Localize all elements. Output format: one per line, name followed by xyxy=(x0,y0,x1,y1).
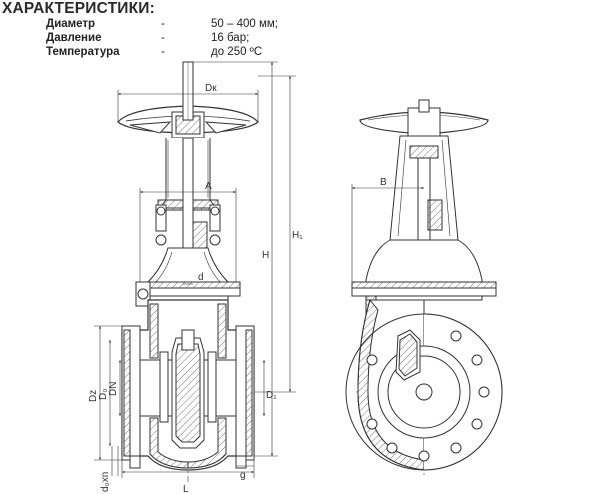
side-view xyxy=(345,99,503,478)
dim-label-d0: D₀ xyxy=(98,389,109,400)
spec-value: 16 бар; xyxy=(211,32,250,44)
spec-row-diameter: Диаметр - 50 – 400 мм; xyxy=(46,17,371,31)
dim-label-d: d xyxy=(198,272,204,283)
spec-value: до 250 ºC xyxy=(211,46,263,58)
valve-body xyxy=(121,299,255,471)
spec-row-pressure: Давление - 16 бар; xyxy=(46,31,371,45)
spec-name: Диаметр xyxy=(46,18,96,30)
bonnet xyxy=(135,247,241,307)
dim-label-b: B xyxy=(380,177,387,188)
front-view xyxy=(94,61,296,482)
spec-name: Давление xyxy=(46,32,102,44)
dim-label-h: H xyxy=(262,250,269,261)
spec-value: 50 – 400 мм; xyxy=(211,18,278,30)
spec-name: Температура xyxy=(46,46,120,58)
yoke xyxy=(155,137,221,289)
spec-table: Диаметр - 50 – 400 мм; Давление - 16 бар… xyxy=(46,17,371,59)
spec-dash: - xyxy=(161,32,165,44)
dim-label-g: g xyxy=(240,470,246,481)
dim-label-dk: Dк xyxy=(205,83,217,94)
dim-label-dz: Dz xyxy=(88,390,99,402)
dim-label-h1: H₁ xyxy=(292,230,303,241)
dim-label-l: L xyxy=(183,484,189,494)
front-dimensions xyxy=(94,61,296,478)
spec-row-temperature: Температура - до 250 ºC xyxy=(46,45,371,59)
dim-label-d1: D₁ xyxy=(266,390,277,401)
dim-label-d0xn: d₀xn xyxy=(100,472,111,492)
spec-dash: - xyxy=(161,46,165,58)
dim-label-a: A xyxy=(205,181,212,192)
dim-label-dn: DN xyxy=(108,382,119,396)
spec-dash: - xyxy=(161,18,165,30)
page-title: ХАРАКТЕРИСТИКИ: xyxy=(2,0,156,17)
